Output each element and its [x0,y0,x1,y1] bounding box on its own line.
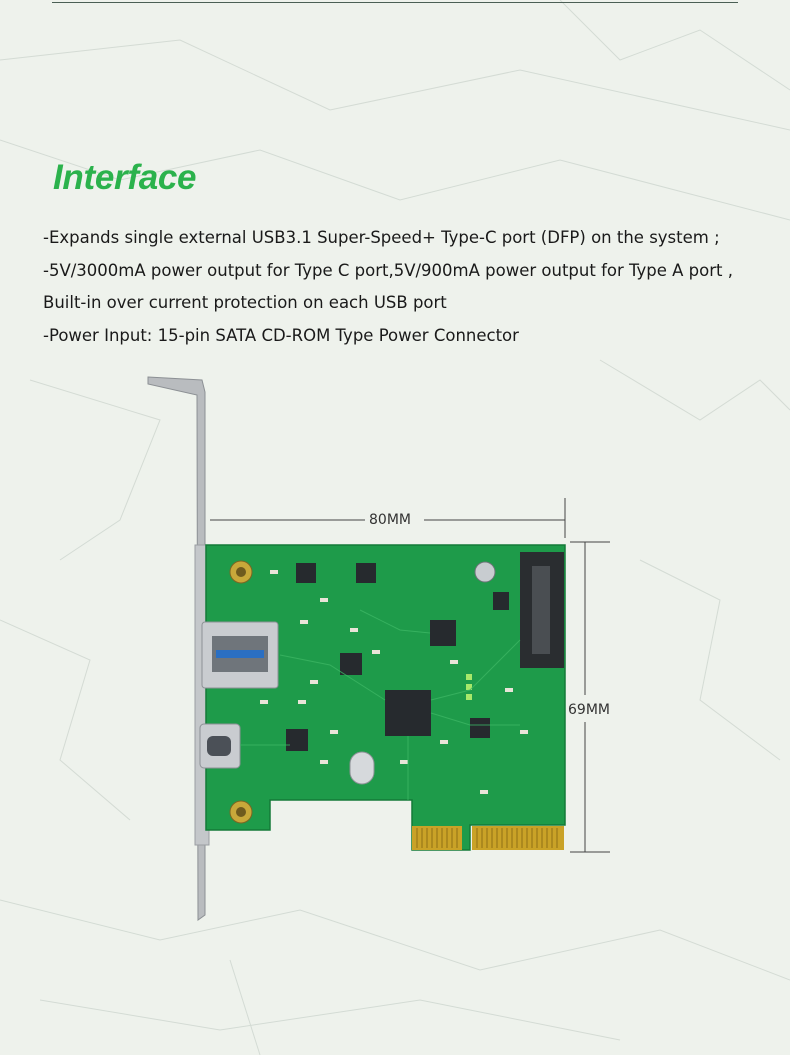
height-dimension [570,541,610,853]
width-dimension-label: 80MM [369,512,411,528]
usb-a-port [201,621,279,689]
metal-bracket [147,376,210,921]
section-title: Interface [53,158,197,197]
sata-power-connector [520,552,564,668]
height-dimension-label: 69MM [568,702,610,718]
controller-chip [385,690,431,736]
screw-bottom [229,800,253,824]
feature-line: -Power Input: 15-pin SATA CD-ROM Type Po… [43,326,519,345]
width-dimension [210,498,566,538]
screw-top [229,560,253,584]
feature-line: -Expands single external USB3.1 Super-Sp… [43,228,720,247]
crystal [349,751,375,785]
capacitor [474,561,496,583]
feature-line: -5V/3000mA power output for Type C port,… [43,261,733,280]
feature-line: Built-in over current protection on each… [43,293,447,312]
gold-fingers [412,826,564,850]
pcie-card-image [147,376,610,921]
top-divider [52,2,738,3]
usb-c-port [199,723,241,769]
